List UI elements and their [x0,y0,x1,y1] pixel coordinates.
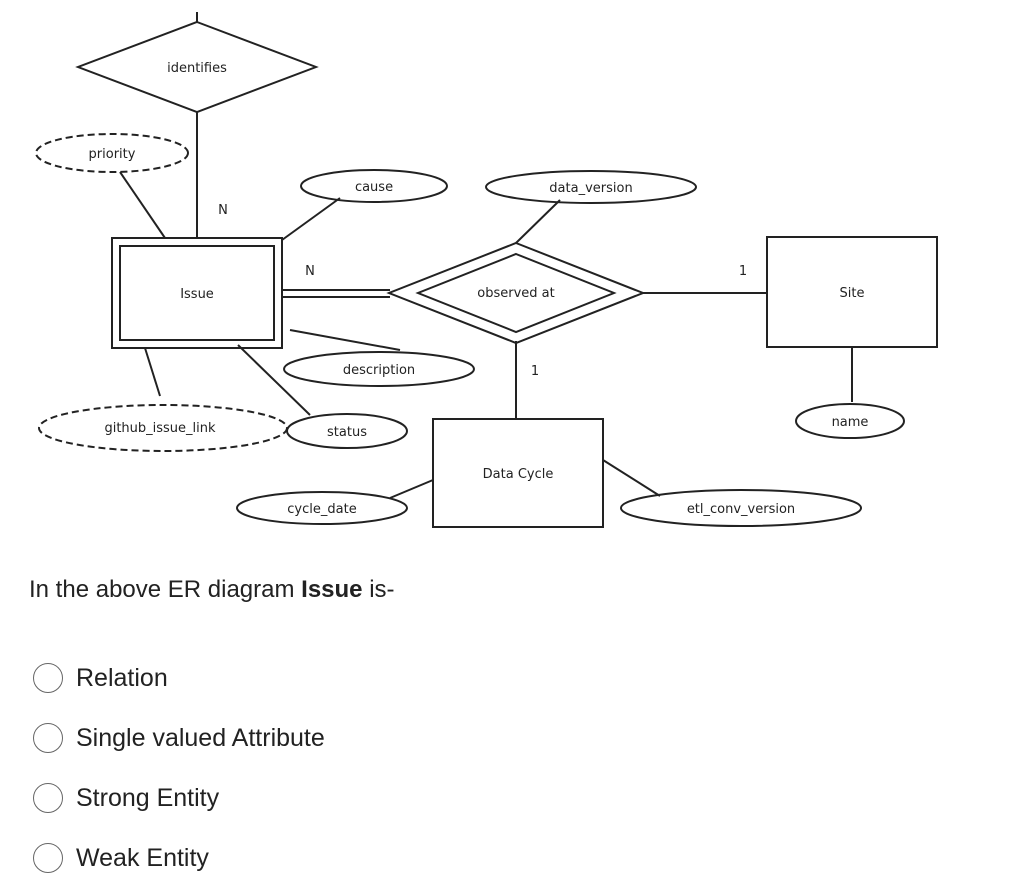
name-attribute [795,403,905,439]
question-text: In the above ER diagram Issue is- [29,576,395,604]
data-version-attribute [485,170,697,204]
line-cause-issue [281,197,341,241]
cycle-date-label: cycle_date [287,502,356,517]
identifies-label: identifies [167,61,227,76]
issue-entity-inner [119,245,275,341]
site-entity [766,236,938,348]
radio-button[interactable] [33,723,63,753]
er-diagram: identifies observed at Issue Site Data C… [35,12,938,528]
line-priority-issue [119,171,166,239]
cause-attribute [300,169,448,203]
option-label: Strong Entity [76,783,220,812]
line-cycledate-datacycle [389,479,434,499]
data-cycle-label: Data Cycle [483,467,554,482]
line-github-issue [144,347,161,397]
option-label: Weak Entity [76,843,209,872]
data-cycle-entity [432,418,604,528]
observed-at-relationship [386,241,646,345]
cause-label: cause [355,180,393,195]
etl-conv-version-label: etl_conv_version [687,502,795,517]
priority-attribute [35,133,189,173]
github-issue-link-label: github_issue_link [104,421,216,436]
site-label: Site [840,286,865,301]
radio-button[interactable] [33,783,63,813]
cardinality-issue-observed: N [305,264,315,279]
priority-label: priority [89,147,136,162]
issue-entity [111,237,283,349]
cycle-date-attribute [236,491,408,525]
line-datacycle-etl [602,459,661,497]
option-label: Single valued Attribute [76,723,325,752]
radio-button[interactable] [33,843,63,873]
status-label: status [327,425,367,440]
cardinality-datacycle-observed: 1 [531,364,539,379]
question-prefix: In the above ER diagram [29,576,302,603]
cardinality-site-observed: 1 [739,264,747,279]
etl-conv-version-attribute [620,489,862,527]
option-label: Relation [76,663,168,692]
question-bold-term: Issue [301,576,363,603]
description-attribute [283,351,475,387]
line-status-issue [237,344,311,416]
data-version-label: data_version [549,181,632,196]
observed-at-relationship-inner [415,252,617,334]
option-weak-entity[interactable]: Weak Entity [33,828,325,888]
option-strong-entity[interactable]: Strong Entity [33,768,325,828]
status-attribute [286,413,408,449]
radio-button[interactable] [33,663,63,693]
issue-label: Issue [180,287,214,302]
name-label: name [832,415,869,430]
option-relation[interactable]: Relation [33,648,325,708]
cardinality-issue-identifies: N [218,203,228,218]
line-dataversion-observed [515,199,561,244]
identifies-relationship [75,20,319,114]
answer-options: Relation Single valued Attribute Strong … [33,648,325,888]
line-description-issue [289,329,401,351]
observed-at-label: observed at [477,286,554,301]
question-suffix: is- [362,576,395,603]
description-label: description [343,363,415,378]
option-single-valued-attribute[interactable]: Single valued Attribute [33,708,325,768]
